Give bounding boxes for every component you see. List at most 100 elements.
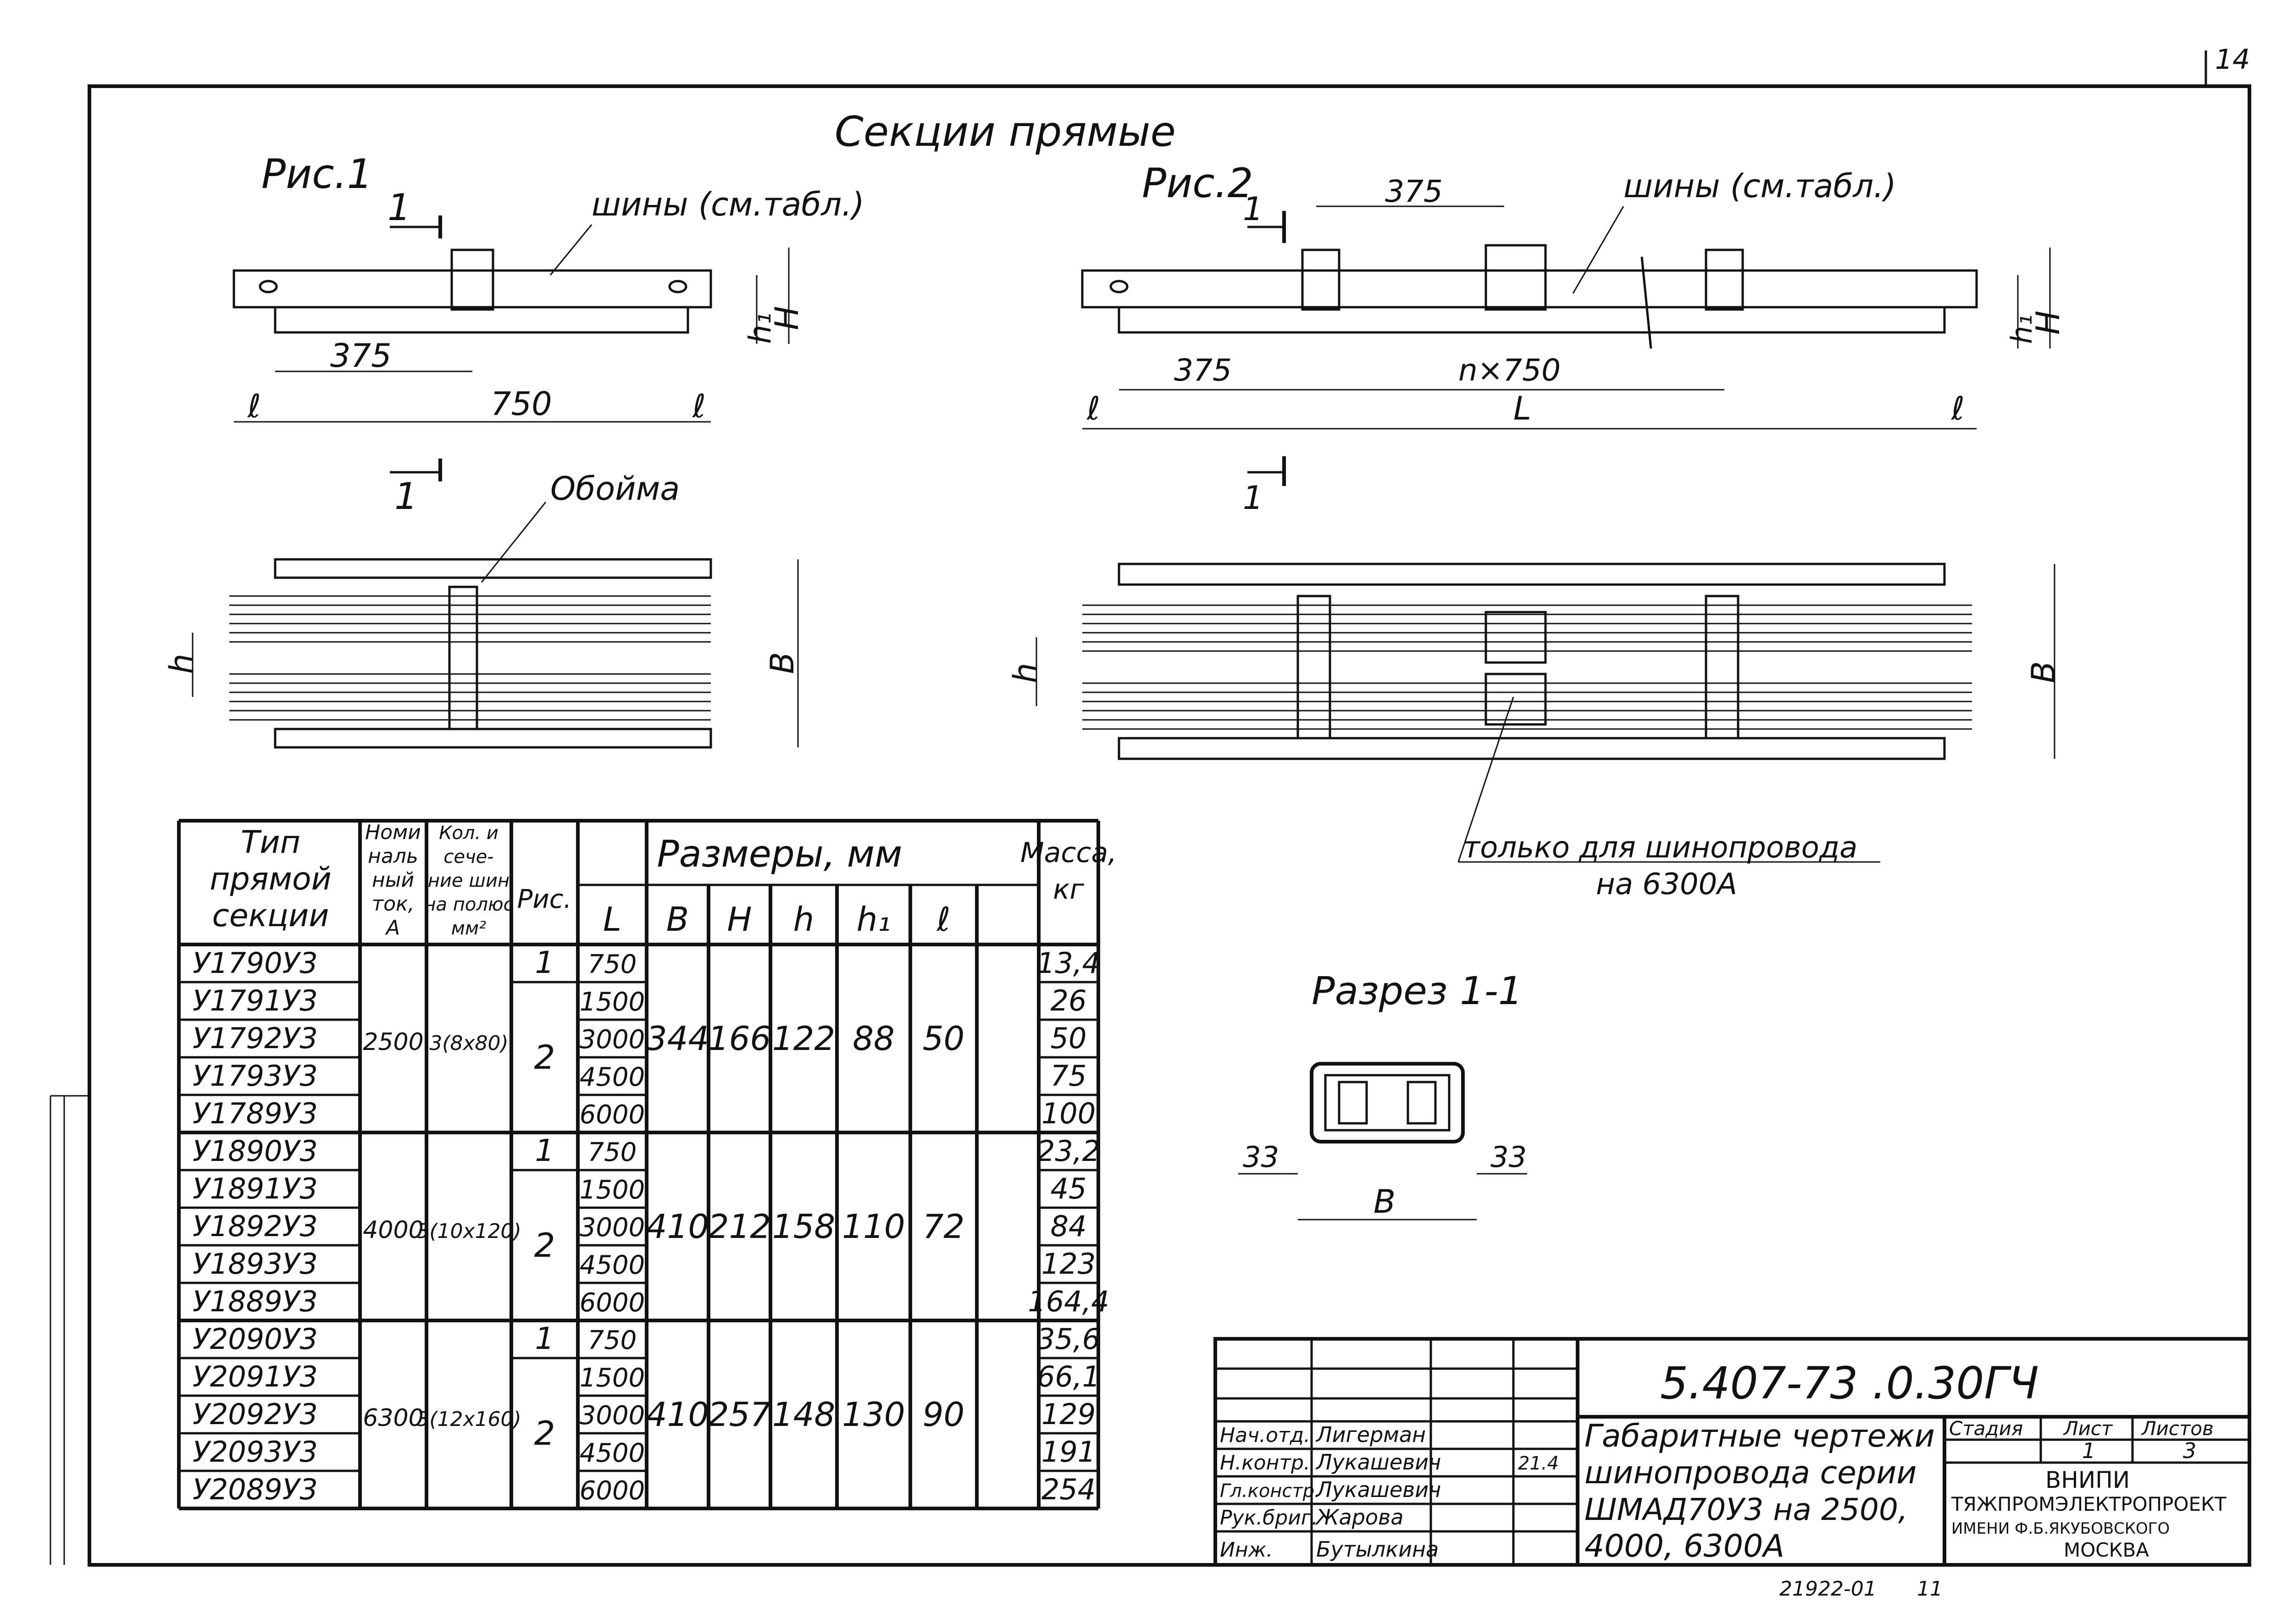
org-line-4: МОСКВА [2064,1539,2149,1561]
row-type: У1790У3 [193,946,318,980]
name-2: Лукашевич [1315,1450,1441,1475]
group-count: 3(12x160) [416,1408,521,1431]
fig1-dim-H: H [768,306,806,330]
row-mass: 123 [1041,1247,1096,1281]
row-type: У1791У3 [193,984,318,1017]
header-current: ток, [371,892,414,916]
sheet-label: Лист [2063,1417,2113,1440]
fig1-bus-note: шины (см.табл.) [592,186,864,223]
group-l: 90 [923,1395,965,1434]
row-L: 3000 [580,1213,645,1243]
fig1-plan-clamp [448,586,478,730]
header-fig: Рис. [517,884,572,914]
row-mass: 23,2 [1037,1134,1100,1168]
fig2-dim-L: L [1513,390,1531,427]
header-mass: Масса, [1020,837,1117,869]
name-5: Бутылкина [1316,1537,1439,1562]
fig2-clamp [1301,249,1340,311]
fig1-section-mark-top: 1 [388,186,411,229]
fig2-dim-nx750: n×750 [1458,353,1561,388]
fig2-plan-rail [1118,563,1946,586]
row-type: У1892У3 [193,1210,318,1243]
header-size-h: h [793,900,814,939]
org-line-2: ТЯЖПРОМЭЛЕКТРОПРОЕКТ [1951,1493,2227,1515]
row-L: 750 [588,1138,637,1167]
fig1-clamp-label: Обойма [550,470,680,508]
header-type: Тип [241,824,300,861]
fig2-note-line1: только для шинопровода [1463,831,1857,865]
header-current: А [385,916,400,939]
row-mass: 45 [1051,1172,1087,1205]
fig2-plan-rail [1118,737,1946,760]
group-H: 257 [708,1395,771,1434]
fig2-dim-l-right: ℓ [1951,390,1965,427]
header-count: мм² [451,918,486,939]
fig2-bus-leader [1572,206,1624,294]
header-sizes: Размеры, мм [657,833,903,875]
footer-page: 11 [1917,1577,1943,1601]
row-L: 6000 [580,1288,645,1318]
fig1-dim-l-left: ℓ [247,387,261,425]
fig1-label: Рис.1 [261,150,373,198]
row-L: 4500 [580,1250,645,1280]
group-h1: 88 [853,1019,895,1058]
row-type: У2092У3 [193,1398,318,1431]
fig2-plan-clamp-center [1484,611,1547,664]
header-type: секции [212,898,329,934]
description-line-1: Габаритные чертежи [1584,1418,1935,1454]
row-mass: 129 [1041,1398,1096,1431]
row-mass: 254 [1041,1473,1096,1506]
fig2-bus-body [1081,269,1978,309]
fig2-clamp-center [1484,244,1547,311]
fig2-dim-375-top: 375 [1385,174,1443,209]
stage-label: Стадия [1949,1417,2023,1440]
fig2-dim-l-left: ℓ [1086,390,1100,427]
row-L: 1500 [580,1363,645,1393]
fig2-dim-375: 375 [1174,353,1232,388]
header-size-l: ℓ [936,900,951,939]
fig2-bus-note: шины (см.табл.) [1623,167,1896,205]
group-h: 148 [772,1395,835,1434]
fig1-bus-body [233,269,712,309]
row-mass: 164,4 [1028,1285,1109,1318]
header-count: сече- [443,846,493,867]
group-B: 410 [646,1207,709,1246]
sheets-value: 3 [2183,1438,2196,1463]
group-h: 158 [772,1207,835,1246]
group-l: 50 [923,1019,965,1058]
drawing-code: 5.407-73 .0.30ГЧ [1660,1358,2039,1409]
header-type: прямой [210,861,332,897]
description-line-4: 4000, 6300А [1584,1528,1784,1564]
section-bars-right [1407,1081,1437,1125]
group-current: 4000 [363,1216,423,1244]
row-L: 6000 [580,1476,645,1506]
role-3: Гл.констр. [1220,1480,1320,1502]
title-block-frame [1213,1337,2251,1567]
group-current: 2500 [363,1028,423,1056]
header-mass: кг [1053,873,1084,906]
group-count: 3(8x80) [429,1032,508,1055]
section-bars-left [1338,1081,1368,1125]
fig2-plan-bars [1082,604,1972,730]
page-title: Секции прямые [835,108,1176,156]
row-type: У2089У3 [193,1473,318,1506]
section-dim-left: 33 [1243,1140,1279,1174]
group-H: 212 [708,1207,771,1246]
header-current: наль [368,845,418,868]
org-line-3: ИМЕНИ Ф.Б.ЯКУБОВСКОГО [1951,1519,2170,1538]
fig1-dim-l-right: ℓ [692,387,706,425]
row-type: У1789У3 [193,1097,318,1130]
fig1-hole [259,280,278,293]
row-type: У1793У3 [193,1059,318,1093]
org-line-1: ВНИПИ [2045,1467,2130,1493]
row-type: У1893У3 [193,1247,318,1281]
role-4: Рук.бриг. [1220,1506,1318,1530]
fig1-plan-rail [274,558,712,579]
row-mass: 13,4 [1037,946,1100,980]
row-mass: 66,1 [1037,1360,1100,1393]
row-type: У1890У3 [193,1134,318,1168]
row-type: У1889У3 [193,1285,318,1318]
row-type: У1792У3 [193,1022,318,1055]
header-current: ный [372,868,414,892]
role-1: Нач.отд. [1220,1424,1310,1447]
